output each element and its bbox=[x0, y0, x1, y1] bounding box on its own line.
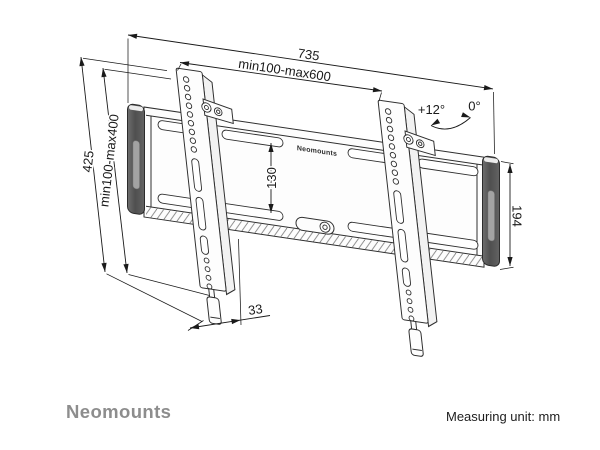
tilt-angle-annotation: +12° 0° bbox=[416, 97, 482, 130]
dim-overall-width-label: 735 bbox=[297, 46, 321, 64]
right-endcap bbox=[482, 155, 500, 267]
tilt-max-label: +12° bbox=[418, 102, 445, 117]
tilt-arc bbox=[430, 117, 471, 130]
dim-overall-height: 425 bbox=[78, 56, 203, 322]
brand-logo-text: Neomounts bbox=[66, 401, 171, 422]
left-endcap bbox=[127, 103, 145, 215]
dim-overall-width: 735 bbox=[127, 33, 495, 155]
right-endcap-slot bbox=[487, 190, 495, 242]
left-endcap-bevel bbox=[129, 105, 143, 112]
dim-plate-height: 194 bbox=[499, 161, 526, 270]
dim-depth-label: 33 bbox=[247, 301, 264, 318]
left-endcap-slot bbox=[132, 140, 140, 190]
measuring-unit-note: Measuring unit: mm bbox=[446, 409, 560, 424]
dim-hole-spacing: 130 bbox=[263, 143, 281, 213]
release-latch bbox=[295, 216, 335, 235]
plate-lower-slots bbox=[157, 193, 479, 250]
tilt-min-label: 0° bbox=[468, 99, 480, 114]
right-endcap-bevel bbox=[484, 157, 498, 164]
dim-plate-height-label: 194 bbox=[510, 205, 525, 227]
dim-depth: 33 bbox=[187, 238, 271, 331]
dim-hole-spacing-label: 130 bbox=[264, 167, 279, 189]
dim-overall-height-label: 425 bbox=[79, 150, 96, 173]
